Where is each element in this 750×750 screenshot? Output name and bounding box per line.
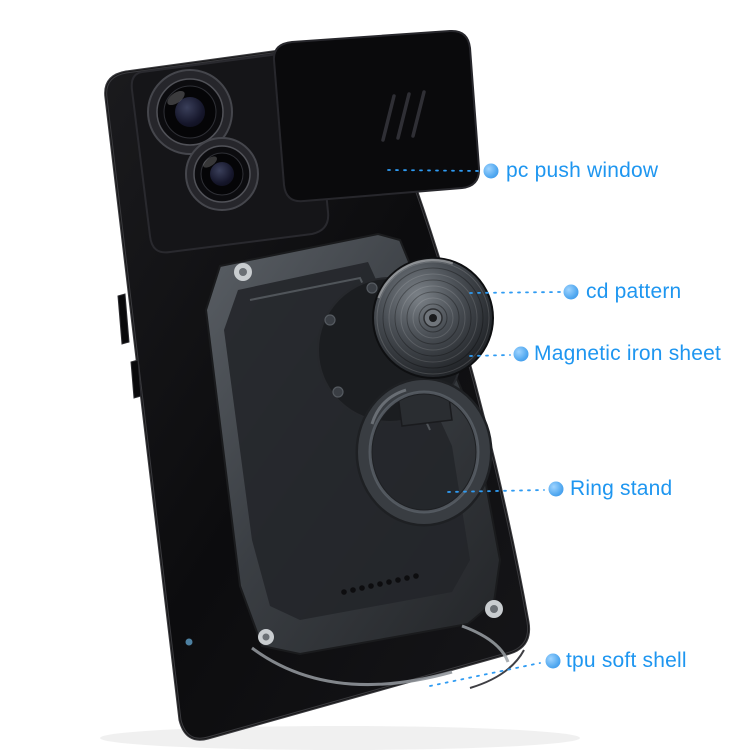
camera-lens-bottom xyxy=(185,137,259,211)
leader-line-tpu-shell xyxy=(429,662,541,687)
callout-label-magnetic-sheet: Magnetic iron sheet xyxy=(534,342,722,365)
push-window-cover xyxy=(272,29,481,203)
ground-shadow xyxy=(100,726,580,750)
callout-dot-push-window xyxy=(483,163,499,179)
callout-label-tpu-shell: tpu soft shell xyxy=(566,649,687,672)
silver-trim-corner xyxy=(461,624,510,663)
callout-dot-ring-stand xyxy=(548,481,564,497)
leader-line-push-window xyxy=(387,169,481,172)
screw-holes xyxy=(234,263,503,645)
speaker-dot-grille xyxy=(341,573,419,595)
phone-case xyxy=(104,29,531,741)
callout-dot-cd-pattern xyxy=(563,284,579,300)
callout-label-push-window: pc push window xyxy=(506,159,659,182)
camera-lens-top xyxy=(147,69,233,155)
cd-pattern-disc xyxy=(372,257,494,379)
leader-line-ring-stand xyxy=(447,489,545,493)
callout-label-ring-stand: Ring stand xyxy=(570,477,673,500)
cd-grooves xyxy=(376,261,490,375)
kickstand-assembly xyxy=(317,257,494,527)
volume-button xyxy=(117,293,130,345)
callout-dots xyxy=(483,163,579,669)
ring-stand xyxy=(355,377,493,527)
base-screws xyxy=(324,282,378,398)
case-corner-edge-line xyxy=(469,649,525,689)
push-window-grip-grooves xyxy=(381,90,426,142)
power-button xyxy=(130,359,142,399)
port-highlight xyxy=(185,638,193,646)
callout-leaders xyxy=(387,169,561,687)
silver-trim-bottom xyxy=(251,646,453,686)
disc-sheen-highlight xyxy=(377,258,454,299)
callout-dot-tpu-shell xyxy=(545,653,561,669)
callout-dot-magnetic-sheet xyxy=(513,346,529,362)
leader-line-magnetic-sheet xyxy=(469,354,511,357)
callout-label-cd-pattern: cd pattern xyxy=(586,280,682,303)
